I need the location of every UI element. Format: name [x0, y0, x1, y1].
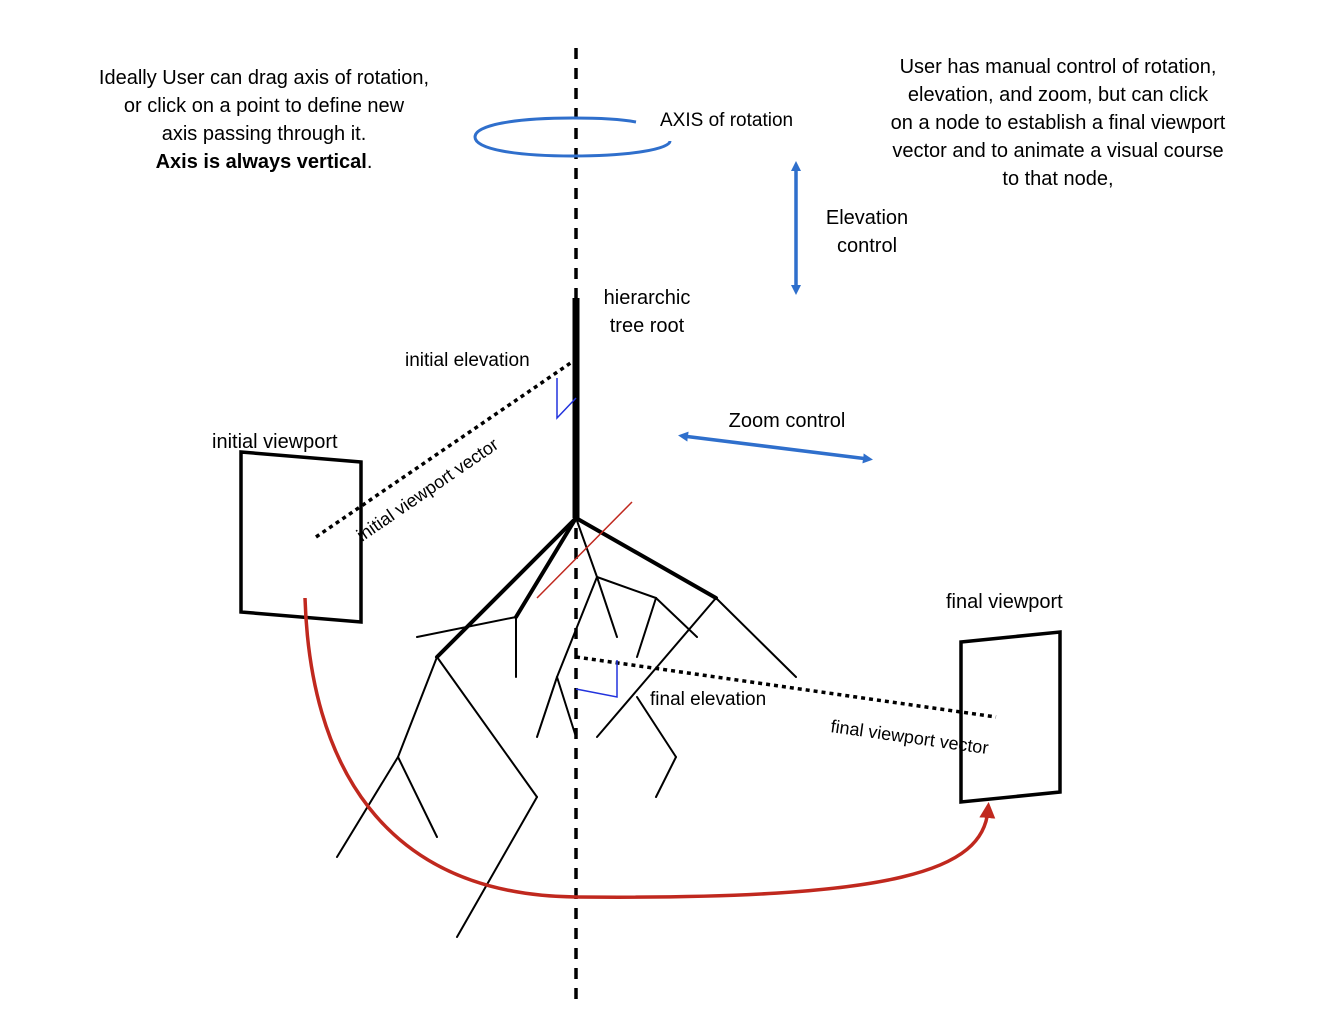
tree-root-label-2: tree root: [610, 315, 685, 337]
final-elevation-angle-icon: [575, 660, 618, 698]
note-left-bold-emphasis: Axis is always vertical: [156, 151, 367, 173]
note-left: Ideally User can drag axis of rotation, …: [99, 67, 429, 173]
elevation-control-label-2: control: [837, 235, 897, 257]
note-right-line-1: User has manual control of rotation,: [900, 56, 1217, 78]
initial-viewport-vector[interactable]: [315, 360, 573, 539]
note-left-line-3: axis passing through it.: [162, 123, 367, 145]
initial-viewport-vector-label: initial viewport vector: [353, 434, 502, 545]
initial-viewport-frame[interactable]: [239, 450, 363, 624]
final-viewport-label: final viewport: [946, 591, 1063, 613]
tree-secondary-branches[interactable]: [336, 517, 797, 938]
note-right-line-2: elevation, and zoom, but can click: [908, 84, 1209, 106]
note-left-line-2: or click on a point to define new: [124, 95, 405, 117]
note-left-line-4: Axis is always vertical.: [156, 151, 373, 173]
initial-elevation-label: initial elevation: [405, 350, 530, 371]
final-viewport-vector-label: final viewport vector: [829, 716, 989, 758]
note-left-period: .: [367, 151, 373, 173]
final-viewport-frame[interactable]: [959, 630, 1062, 804]
tree-primary-branches[interactable]: [435, 516, 718, 659]
initial-viewport-label: initial viewport: [212, 431, 338, 453]
note-right-line-4: vector and to animate a visual course: [892, 140, 1223, 162]
root-plane-line: [536, 501, 633, 599]
zoom-control-label: Zoom control: [729, 410, 846, 432]
zoom-control-arrow[interactable]: [678, 431, 873, 464]
final-viewport-vector[interactable]: [575, 655, 997, 719]
initial-elevation-angle-icon: [556, 378, 577, 420]
note-right-line-5: to that node,: [1002, 168, 1113, 190]
note-right-line-3: on a node to establish a final viewport: [891, 112, 1226, 134]
animation-course-path[interactable]: [303, 597, 996, 899]
tree-root-label-1: hierarchic: [604, 287, 691, 309]
elevation-control-label-1: Elevation: [826, 207, 908, 229]
note-left-line-1: Ideally User can drag axis of rotation,: [99, 67, 429, 89]
note-right: User has manual control of rotation, ele…: [891, 56, 1226, 190]
rotation-ellipse-icon[interactable]: [473, 116, 672, 158]
final-elevation-label: final elevation: [650, 689, 766, 710]
axis-of-rotation-label: AXIS of rotation: [660, 110, 793, 131]
